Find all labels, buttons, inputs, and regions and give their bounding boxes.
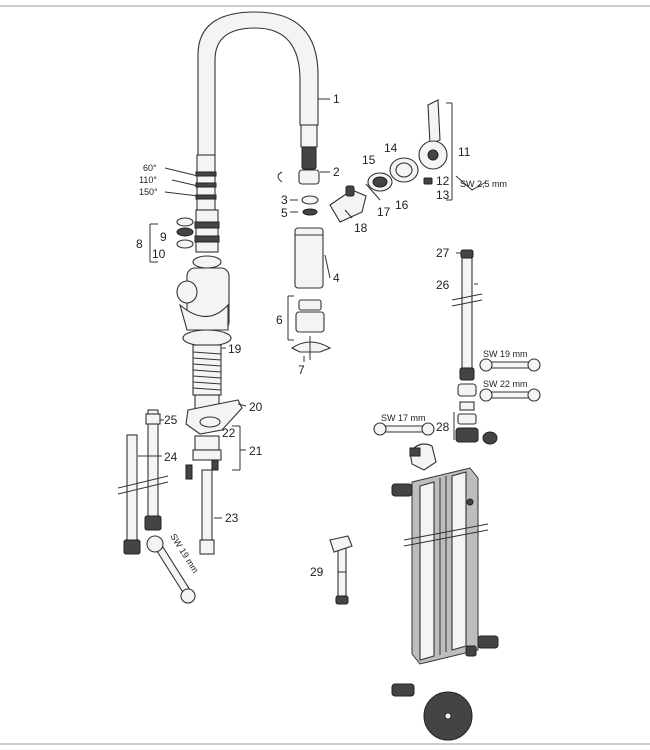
part-fixing-set	[185, 435, 222, 480]
part-spout	[197, 11, 319, 170]
angle-150: 150°	[139, 187, 158, 197]
part-clamp-plate	[185, 399, 243, 435]
callout-24: 24	[164, 450, 178, 464]
callout-12: 12	[436, 174, 450, 188]
wrench-label-sw17: SW 17 mm	[381, 413, 426, 423]
callout-21: 21	[249, 444, 263, 458]
callout-20: 20	[249, 400, 263, 414]
part-sleeve-4	[294, 227, 324, 289]
callout-18: 18	[354, 221, 368, 235]
callout-29: 29	[310, 565, 324, 579]
part-spray-head-7	[290, 336, 332, 360]
wrench-label-sw25: SW 2,5 mm	[460, 179, 507, 189]
wrench-label-sw19-top: SW 19 mm	[483, 349, 528, 359]
callout-15: 15	[362, 153, 376, 167]
callout-14: 14	[384, 141, 398, 155]
callout-13: 13	[436, 188, 450, 202]
part-seal-set-8	[149, 217, 194, 263]
part-valve-28	[455, 401, 498, 445]
part-rings-15-17	[367, 172, 393, 192]
callout-25: 25	[164, 413, 178, 427]
callout-2: 2	[333, 165, 340, 179]
callout-23: 23	[225, 511, 239, 525]
callout-4: 4	[333, 271, 340, 285]
callout-27: 27	[436, 246, 450, 260]
callout-1: 1	[333, 92, 340, 106]
wrench-label-sw22: SW 22 mm	[483, 379, 528, 389]
part-handle-lever-11	[418, 99, 448, 170]
wrench-sw22	[479, 388, 541, 402]
part-nut-2	[277, 169, 320, 185]
callout-28: 28	[436, 420, 450, 434]
part-tool-29	[329, 535, 353, 605]
bracket-11	[446, 102, 453, 201]
wrench-bottom-left	[146, 535, 196, 604]
callout-7: 7	[298, 363, 305, 377]
angle-110: 110°	[139, 175, 157, 185]
callout-5: 5	[281, 206, 288, 220]
callout-17: 17	[377, 205, 391, 219]
leader-lines	[138, 98, 478, 573]
part-rosette	[423, 691, 473, 741]
part-clip-top	[409, 443, 437, 471]
callout-3: 3	[281, 193, 288, 207]
part-faucet-body	[176, 154, 232, 410]
callout-19: 19	[228, 342, 242, 356]
angle-limiter-lines	[164, 167, 199, 197]
part-cover-14-16	[389, 157, 419, 183]
part-setscrew-12-13	[423, 177, 433, 185]
part-threaded-rod	[199, 469, 215, 555]
part-bracket-bottom	[391, 683, 415, 697]
callout-numbers: 1 2 3 4 5 6 7 8 9 10 11 12 13 14 15 16 1…	[136, 92, 471, 579]
part-bracket-left	[391, 483, 413, 497]
hex-key-sw25	[455, 175, 487, 191]
angle-60: 60°	[143, 163, 157, 173]
callout-8: 8	[136, 237, 143, 251]
wrench-sw17	[373, 422, 435, 436]
callout-26: 26	[436, 278, 450, 292]
callout-22: 22	[222, 426, 236, 440]
part-cartridge-18	[329, 185, 367, 223]
angle-labels: 60° 110° 150°	[139, 163, 158, 197]
callout-6: 6	[276, 313, 283, 327]
callout-11: 11	[458, 145, 471, 159]
callout-9: 9	[160, 230, 167, 244]
part-hose-26	[451, 249, 483, 397]
callout-10: 10	[152, 247, 166, 261]
part-orings-3-5	[301, 195, 319, 216]
wrench-sw19-top	[479, 358, 541, 372]
callout-16: 16	[395, 198, 409, 212]
part-supply-hoses-left	[117, 409, 169, 555]
part-aerator-6	[295, 299, 325, 333]
part-bracket-right	[465, 635, 499, 657]
part-mounting-frame	[403, 467, 489, 665]
